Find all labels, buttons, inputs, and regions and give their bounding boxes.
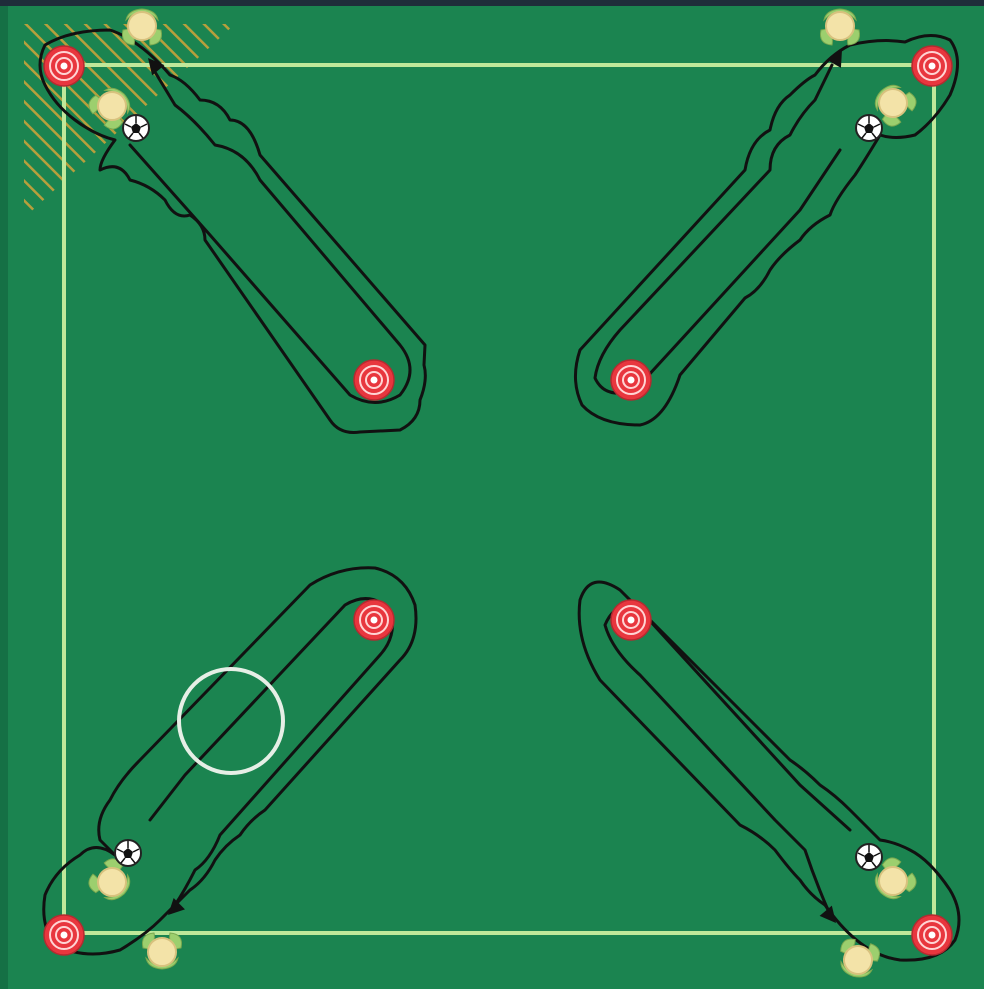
cone-marker-icon bbox=[44, 915, 84, 955]
soccer-ball-icon bbox=[856, 115, 882, 141]
cone-marker-icon bbox=[611, 600, 651, 640]
soccer-ball-icon bbox=[123, 115, 149, 141]
player-icon bbox=[122, 9, 161, 45]
soccer-ball-icon bbox=[115, 840, 141, 866]
pitch-left-edge bbox=[0, 6, 8, 989]
cone-marker-icon bbox=[44, 46, 84, 86]
player-icon bbox=[820, 9, 859, 45]
soccer-ball-icon bbox=[856, 844, 882, 870]
cone-marker-icon bbox=[912, 46, 952, 86]
cone-marker-icon bbox=[354, 360, 394, 400]
cone-marker-icon bbox=[611, 360, 651, 400]
cone-marker-icon bbox=[354, 600, 394, 640]
player-icon bbox=[142, 933, 181, 969]
cone-marker-icon bbox=[912, 915, 952, 955]
